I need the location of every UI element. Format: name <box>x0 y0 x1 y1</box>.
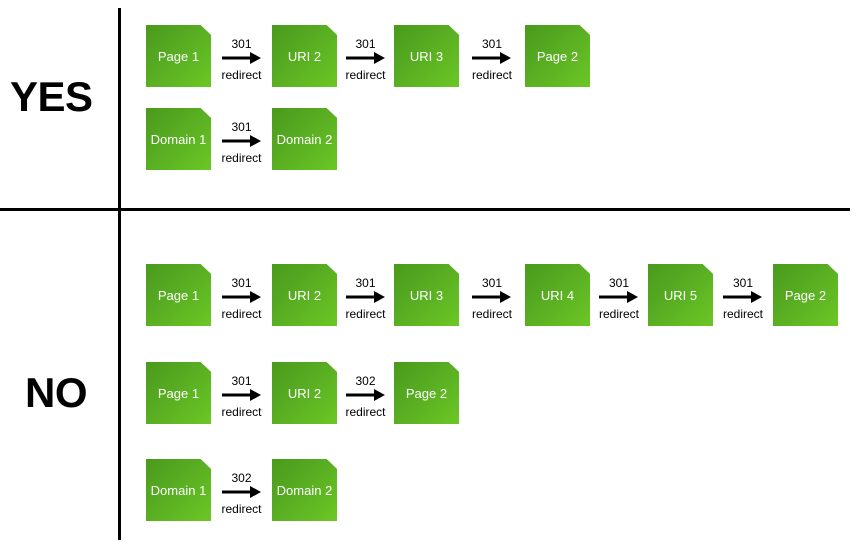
flow-node: URI 3 <box>394 25 459 87</box>
arrow-right-icon <box>221 291 261 303</box>
flow-node: URI 4 <box>525 264 590 326</box>
flow-node: Domain 1 <box>146 459 211 521</box>
status-code: 301 <box>608 276 630 290</box>
flow-node-label: URI 2 <box>287 385 322 401</box>
redirect-label: redirect <box>221 68 262 82</box>
redirect-label: redirect <box>221 307 262 321</box>
status-code: 301 <box>231 276 252 290</box>
flow-node: Page 2 <box>394 362 459 424</box>
flow-node-label: Page 2 <box>784 287 827 303</box>
arrow-right-icon <box>345 389 385 401</box>
arrow-head <box>249 52 261 64</box>
flow-node-label: URI 5 <box>663 287 698 303</box>
redirect-connector: 302 redirect <box>336 374 396 424</box>
redirect-label: redirect <box>722 307 763 321</box>
flow-node: URI 2 <box>272 362 337 424</box>
flow-node: Page 2 <box>525 25 590 87</box>
flow-node-label: URI 3 <box>409 48 444 64</box>
redirect-connector: 301 redirect <box>336 37 396 87</box>
arrow-head <box>249 135 261 147</box>
section-label-no: NO <box>25 369 88 416</box>
redirect-connector: 301 redirect <box>212 37 272 87</box>
flow-node: URI 2 <box>272 25 337 87</box>
arrow-right-icon <box>221 389 261 401</box>
flow-node-label: URI 4 <box>540 287 575 303</box>
flow-node-label: Page 1 <box>157 385 200 401</box>
redirect-connector: 302 redirect <box>212 471 272 521</box>
redirect-label: redirect <box>221 502 262 516</box>
flow-node: Domain 1 <box>146 108 211 170</box>
status-code: 302 <box>231 471 252 485</box>
status-code: 301 <box>231 374 252 388</box>
arrow-right-icon <box>345 52 385 64</box>
flow-node: URI 3 <box>394 264 459 326</box>
arrow-head <box>373 52 385 64</box>
flow-node-label: Domain 2 <box>276 131 333 147</box>
arrow-head <box>373 291 385 303</box>
flow-node-label: Domain 2 <box>276 482 333 498</box>
arrow-right-icon <box>345 291 385 303</box>
status-code: 301 <box>481 37 503 51</box>
redirect-label: redirect <box>471 307 512 321</box>
flow-node-label: URI 3 <box>409 287 444 303</box>
status-code: 301 <box>355 276 376 290</box>
redirect-label: redirect <box>345 405 386 419</box>
arrow-head <box>500 291 511 303</box>
status-code: 301 <box>231 120 252 134</box>
flow-node-label: Page 1 <box>157 287 200 303</box>
flow-node-label: URI 2 <box>287 48 322 64</box>
arrow-head <box>249 291 261 303</box>
redirect-connector: 301 redirect <box>212 120 272 170</box>
arrow-right-icon <box>221 135 261 147</box>
redirect-connector: 301 redirect <box>212 276 272 326</box>
arrow-head <box>249 486 261 498</box>
flow-node-label: URI 2 <box>287 287 322 303</box>
flow-node: Page 1 <box>146 362 211 424</box>
arrow-right-icon <box>472 291 511 303</box>
flow-node: Page 2 <box>773 264 838 326</box>
arrow-right-icon <box>221 52 261 64</box>
flow-node: Domain 2 <box>272 108 337 170</box>
section-label-yes: YES <box>10 73 93 120</box>
status-code: 301 <box>732 276 754 290</box>
redirect-connector: 301 redirect <box>462 37 522 87</box>
redirect-connector: 301 redirect <box>589 276 649 326</box>
arrow-right-icon <box>221 486 261 498</box>
arrow-right-icon <box>599 291 638 303</box>
arrow-right-icon <box>723 291 762 303</box>
arrow-head <box>373 389 385 401</box>
arrow-head <box>627 291 638 303</box>
redirect-label: redirect <box>471 68 512 82</box>
flow-node: URI 2 <box>272 264 337 326</box>
redirect-label: redirect <box>345 68 386 82</box>
arrow-head <box>751 291 762 303</box>
flow-node: URI 5 <box>648 264 713 326</box>
arrow-head <box>249 389 261 401</box>
status-code: 301 <box>355 37 376 51</box>
flow-node-label: Page 2 <box>405 385 448 401</box>
redirect-label: redirect <box>221 151 262 165</box>
redirect-label: redirect <box>221 405 262 419</box>
status-code: 302 <box>355 374 376 388</box>
redirect-connector: 301 redirect <box>713 276 773 326</box>
redirect-connector: 301 redirect <box>462 276 522 326</box>
redirect-label: redirect <box>345 307 386 321</box>
flow-node-label: Domain 1 <box>150 131 207 147</box>
redirect-connector: 301 redirect <box>212 374 272 424</box>
status-code: 301 <box>481 276 503 290</box>
flow-node-label: Page 2 <box>536 48 579 64</box>
redirect-label: redirect <box>598 307 639 321</box>
horizontal-divider <box>0 208 850 211</box>
flow-node: Page 1 <box>146 25 211 87</box>
flow-node: Domain 2 <box>272 459 337 521</box>
flow-node-label: Domain 1 <box>150 482 207 498</box>
vertical-divider <box>118 8 121 540</box>
status-code: 301 <box>231 37 252 51</box>
flow-node: Page 1 <box>146 264 211 326</box>
arrow-head <box>500 52 511 64</box>
arrow-right-icon <box>472 52 511 64</box>
flow-node-label: Page 1 <box>157 48 200 64</box>
redirect-connector: 301 redirect <box>336 276 396 326</box>
